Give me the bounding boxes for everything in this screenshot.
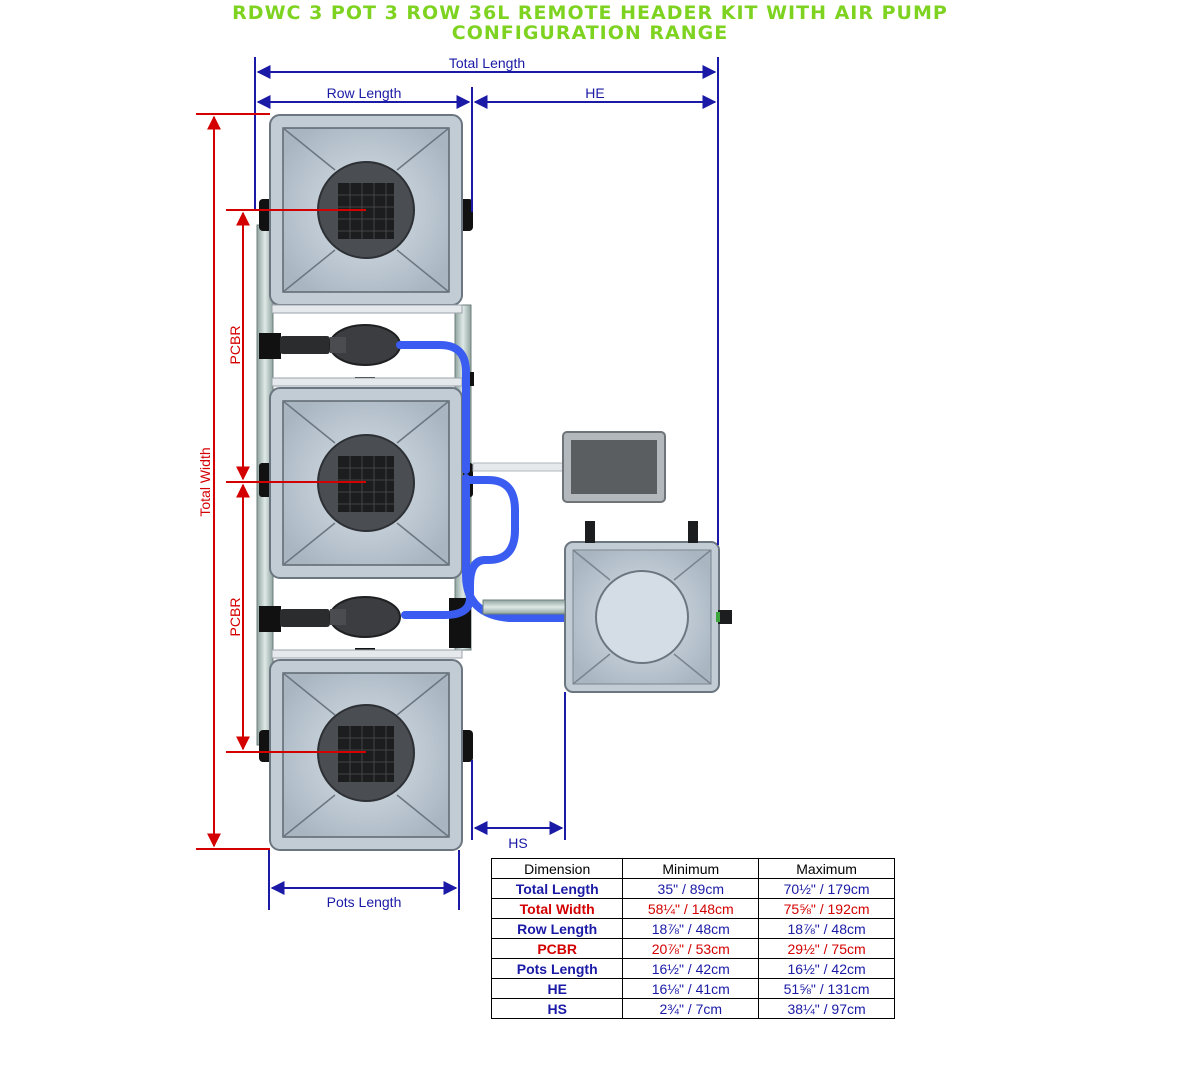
pcbr-label-upper: PCBR — [227, 326, 243, 365]
hoses — [396, 341, 569, 622]
remote-header-tank — [482, 521, 732, 693]
row-maximum: 18⅞" / 48cm — [758, 918, 895, 939]
pcbr-dimension-lower: PCBR — [226, 483, 366, 753]
total-width-label: Total Width — [197, 447, 213, 516]
pump-upper — [280, 324, 401, 366]
table-row: HE 16⅛" / 41cm 51⅝" / 131cm — [490, 978, 895, 999]
row-minimum: 2¾" / 7cm — [622, 998, 760, 1019]
header-maximum: Maximum — [758, 858, 895, 879]
row-dimension: HS — [490, 998, 624, 1019]
table-row: PCBR 20⅞" / 53cm 29½" / 75cm — [490, 938, 895, 959]
pump-lower — [280, 596, 401, 638]
header-dimension: Dimension — [490, 858, 624, 879]
table-row: Total Width 58¼" / 148cm 75⅝" / 192cm — [490, 898, 895, 919]
diagram-title-line1: RDWC 3 POT 3 ROW 36L REMOTE HEADER KIT W… — [232, 2, 948, 24]
row-minimum: 58¼" / 148cm — [622, 898, 760, 919]
row-maximum: 75⅝" / 192cm — [758, 898, 895, 919]
pcbr-label-lower: PCBR — [227, 598, 243, 637]
diagram-title-line2: CONFIGURATION RANGE — [451, 22, 729, 44]
row-dimension: Row Length — [490, 918, 624, 939]
row-length-dimension: Row Length — [256, 85, 473, 212]
row-dimension: Pots Length — [490, 958, 624, 979]
pcbr-dimension-upper: PCBR — [226, 209, 366, 483]
total-width-dimension: Total Width — [196, 113, 270, 850]
pots-length-label: Pots Length — [327, 894, 402, 910]
table-row: HS 2¾" / 7cm 38¼" / 97cm — [490, 998, 895, 1019]
he-dimension: HE — [473, 85, 717, 109]
row-dimension: PCBR — [490, 938, 624, 959]
pot-bottom — [269, 659, 463, 851]
hs-label: HS — [508, 835, 527, 851]
row-dimension: HE — [490, 978, 624, 999]
table-row: Row Length 18⅞" / 48cm 18⅞" / 48cm — [490, 918, 895, 939]
row-maximum: 16½" / 42cm — [758, 958, 895, 979]
row-minimum: 16⅛" / 41cm — [622, 978, 760, 999]
he-label: HE — [585, 85, 604, 101]
total-length-dimension: Total Length — [254, 55, 719, 545]
row-minimum: 18⅞" / 48cm — [622, 918, 760, 939]
pots-length-dimension: Pots Length — [268, 850, 460, 910]
header-minimum: Minimum — [622, 858, 760, 879]
row-maximum: 51⅝" / 131cm — [758, 978, 895, 999]
row-minimum: 35" / 89cm — [622, 878, 760, 899]
hs-dimension: HS — [471, 692, 566, 851]
row-maximum: 70½" / 179cm — [758, 878, 895, 899]
row-maximum: 38¼" / 97cm — [758, 998, 895, 1019]
row-minimum: 16½" / 42cm — [622, 958, 760, 979]
total-length-label: Total Length — [449, 55, 525, 71]
row-dimension: Total Length — [490, 878, 624, 899]
row-maximum: 29½" / 75cm — [758, 938, 895, 959]
dimensions-table: Dimension Minimum Maximum Total Length 3… — [490, 858, 895, 1019]
air-pump-controller — [562, 431, 666, 503]
table-row: Pots Length 16½" / 42cm 16½" / 42cm — [490, 958, 895, 979]
row-dimension: Total Width — [490, 898, 624, 919]
row-length-label: Row Length — [327, 85, 402, 101]
row-minimum: 20⅞" / 53cm — [622, 938, 760, 959]
table-row: Total Length 35" / 89cm 70½" / 179cm — [490, 878, 895, 899]
table-header-row: Dimension Minimum Maximum — [490, 858, 895, 879]
